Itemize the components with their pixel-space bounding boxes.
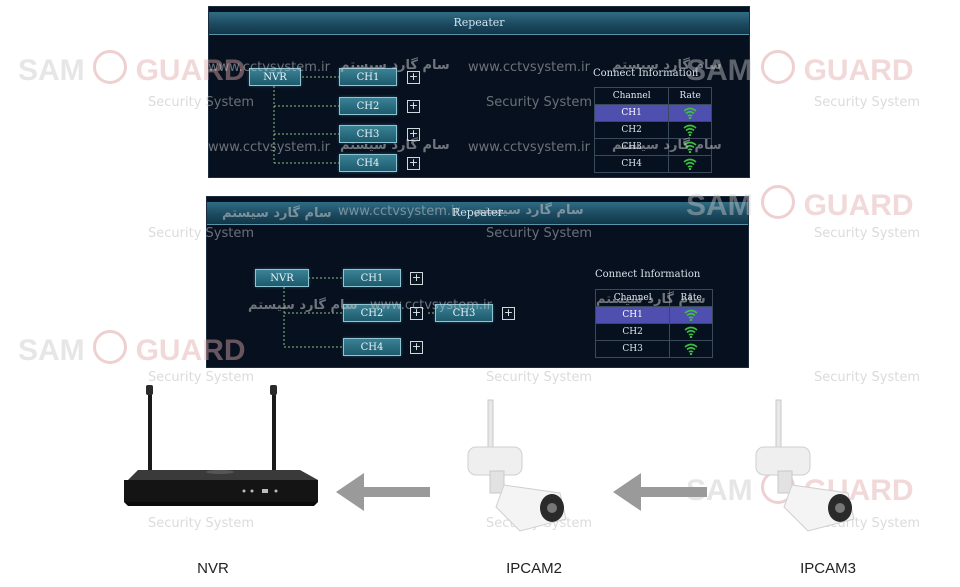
watermark-brand: SAM: [18, 54, 85, 87]
wifi-signal-icon: [668, 155, 712, 173]
column-header-channel: Channel: [594, 289, 671, 307]
add-repeater-button[interactable]: [410, 307, 423, 320]
watermark-brand: GUARD: [803, 54, 914, 87]
watermark-tagline: Security System: [814, 370, 920, 385]
magnifier-icon: [761, 185, 796, 219]
table-row[interactable]: CH2: [594, 323, 713, 341]
watermark-tagline: Security System: [486, 370, 592, 385]
channel-cell: CH1: [593, 104, 670, 122]
connect-information-label: Connect Information: [595, 269, 701, 280]
wifi-signal-icon: [668, 138, 712, 156]
nvr-device-icon: [124, 385, 318, 506]
repeater-panel-top: Repeater NVR CH1 CH2 CH3 CH4 Connect Inf…: [208, 6, 750, 178]
wifi-signal-icon: [669, 306, 713, 324]
table-row[interactable]: CH1: [594, 306, 713, 324]
node-ch2[interactable]: CH2: [343, 304, 401, 322]
column-header-channel: Channel: [593, 87, 670, 105]
node-ch2[interactable]: CH2: [339, 97, 397, 115]
table-row[interactable]: CH2: [593, 121, 712, 139]
add-repeater-button[interactable]: [410, 341, 423, 354]
node-ch3[interactable]: CH3: [435, 304, 493, 322]
watermark-tagline: Security System: [814, 226, 920, 241]
add-repeater-button[interactable]: [407, 128, 420, 141]
table-row[interactable]: CH3: [593, 138, 712, 156]
node-ch4[interactable]: CH4: [343, 338, 401, 356]
table-row[interactable]: CH4: [593, 155, 712, 173]
node-ch3[interactable]: CH3: [339, 125, 397, 143]
arrow-icon: [613, 473, 707, 511]
channel-cell: CH3: [594, 340, 671, 358]
arrow-icon: [336, 473, 430, 511]
ipcam3-device-icon: [755, 399, 855, 532]
column-header-rate: Rate: [668, 87, 712, 105]
magnifier-icon: [93, 50, 128, 84]
add-repeater-button[interactable]: [407, 100, 420, 113]
channel-cell: CH4: [593, 155, 670, 173]
ipcam2-device-icon: [467, 399, 567, 532]
wifi-signal-icon: [668, 121, 712, 139]
add-repeater-button[interactable]: [410, 272, 423, 285]
watermark-tagline: Security System: [814, 95, 920, 110]
add-repeater-button[interactable]: [407, 157, 420, 170]
add-repeater-button[interactable]: [407, 71, 420, 84]
table-row[interactable]: CH1: [593, 104, 712, 122]
topology-lines: [283, 277, 435, 348]
nvr-label: NVR: [197, 560, 229, 577]
device-diagram: [124, 385, 855, 532]
channel-cell: CH2: [594, 323, 671, 341]
wifi-signal-icon: [668, 104, 712, 122]
wifi-signal-icon: [669, 340, 713, 358]
table-row[interactable]: CH3: [594, 340, 713, 358]
watermark-brand: GUARD: [803, 189, 914, 222]
node-ch1[interactable]: CH1: [343, 269, 401, 287]
channel-cell: CH2: [593, 121, 670, 139]
node-ch1[interactable]: CH1: [339, 68, 397, 86]
watermark-brand: SAM: [18, 334, 85, 367]
ipcam2-label: IPCAM2: [506, 560, 562, 577]
node-ch4[interactable]: CH4: [339, 154, 397, 172]
watermark-tagline: Security System: [148, 370, 254, 385]
node-nvr[interactable]: NVR: [249, 68, 301, 86]
column-header-rate: Rate: [669, 289, 713, 307]
connect-information-table: Channel Rate CH1 CH2 CH3: [594, 289, 713, 358]
wifi-signal-icon: [669, 323, 713, 341]
connect-information-label: Connect Information: [593, 68, 699, 79]
panel-title: Repeater: [207, 202, 748, 225]
node-nvr[interactable]: NVR: [255, 269, 309, 287]
magnifier-icon: [761, 50, 796, 84]
channel-cell: CH1: [594, 306, 671, 324]
panel-title: Repeater: [209, 12, 749, 35]
connect-information-table: Channel Rate CH1 CH2 CH3 CH4: [593, 87, 712, 173]
magnifier-icon: [93, 330, 128, 364]
repeater-panel-bottom: Repeater NVR CH1 CH2 CH3 CH4 Connect Inf…: [206, 196, 749, 368]
ipcam3-label: IPCAM3: [800, 560, 856, 577]
topology-lines: [273, 76, 339, 164]
add-repeater-button[interactable]: [502, 307, 515, 320]
channel-cell: CH3: [593, 138, 670, 156]
